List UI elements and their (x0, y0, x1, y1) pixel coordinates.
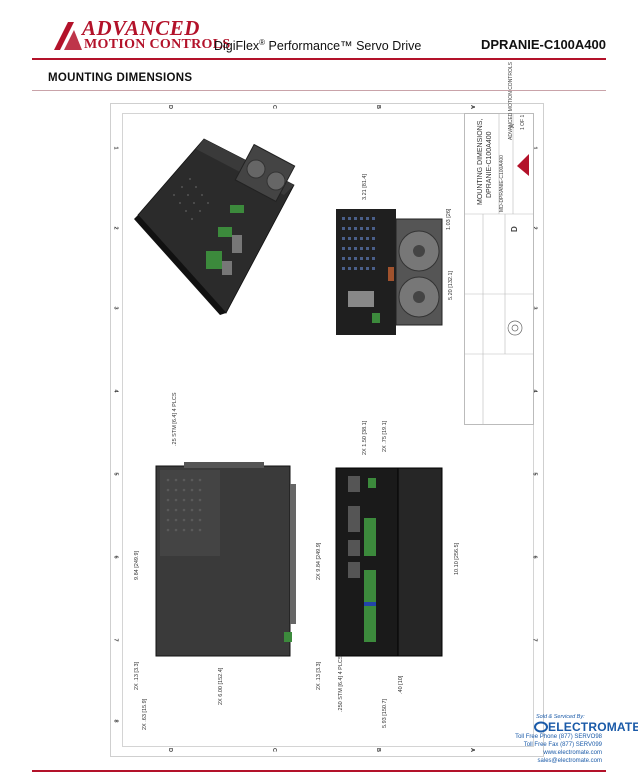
zone-number: 4 (112, 389, 119, 393)
front-view (334, 462, 446, 662)
zone-letter: B (374, 748, 381, 752)
dimension-label: 2X .13 [3.3] (134, 661, 140, 690)
zone-letter: B (374, 105, 381, 109)
company-logo-icon (54, 22, 82, 50)
sold-by-label: Sold & Serviced By: (536, 714, 585, 720)
zone-number: 1 (112, 146, 119, 150)
zone-number: 2 (112, 226, 119, 230)
isometric-view (134, 135, 304, 315)
dimension-label: 1.03 [26] (446, 208, 452, 230)
title-block-title-2: DPRANIE-C100A400 (486, 131, 493, 198)
zone-number: 6 (531, 555, 538, 559)
dimension-label: .40 [10] (398, 675, 404, 694)
dimension-label: 5.20 [132.1] (448, 270, 454, 300)
dimension-label: 2X 1.50 [38.1] (362, 420, 368, 455)
section-title: MOUNTING DIMENSIONS (48, 72, 193, 84)
zone-letter: C (270, 105, 277, 109)
zone-letter: D (166, 105, 173, 109)
section-divider (32, 90, 606, 91)
zone-letter: C (270, 748, 277, 752)
electromate-phone: Toll Free Phone (877) SERVO98 (515, 734, 602, 740)
header-divider (32, 58, 606, 60)
dimension-label: 10.10 [256.5] (454, 542, 460, 575)
product-line: DigiFlex® Performance™ Servo Drive (214, 38, 422, 54)
drawing-border (122, 113, 534, 747)
dimension-label: 2X .63 [15.9] (142, 698, 148, 730)
title-block (464, 113, 534, 425)
dimension-label: 2X 6.00 [152.4] (218, 667, 224, 705)
top-view (336, 205, 444, 340)
zone-letter: A (468, 105, 475, 109)
zone-number: 5 (112, 472, 119, 476)
zone-number: 3 (112, 306, 119, 310)
title-block-company: ADVANCED MOTION CONTROLS (508, 62, 514, 140)
title-block-size: D (510, 226, 519, 232)
dimension-label: 5.93 [150.7] (382, 698, 388, 728)
dimension-label: 9.84 [249.9] (134, 550, 140, 580)
dimension-label: .250 STM [6.4] 4 PLCS (338, 655, 344, 712)
electromate-brand: ELECTROMATE (548, 720, 638, 734)
dimension-label: 2X 9.84 [249.9] (316, 542, 322, 580)
title-block-rev: A (510, 123, 516, 128)
zone-number: 7 (112, 638, 119, 642)
electromate-fax: Toll Free Fax (877) SERV099 (523, 742, 602, 748)
zone-number: 7 (531, 638, 538, 642)
logo-text-top: ADVANCED (82, 16, 200, 40)
zone-number: 5 (531, 472, 538, 476)
title-block-dwg-no: MD-DPRANIE-C100A400 (499, 155, 505, 212)
zone-number: 8 (112, 719, 119, 723)
zone-number: 6 (112, 555, 119, 559)
electromate-web[interactable]: www.electromate.com (543, 750, 602, 756)
electromate-logo-icon (534, 720, 548, 733)
electromate-email[interactable]: sales@electromate.com (537, 758, 602, 764)
side-view (154, 462, 300, 662)
dimension-label: 2X .75 [19.1] (382, 420, 388, 452)
dimension-label: .25 STM [6.4] 4 PLCS (172, 392, 178, 447)
title-block-sheet: 1 OF 1 (520, 114, 526, 130)
dimension-label: 2X .13 [3.3] (316, 661, 322, 690)
dimension-label: 3.21 [81.4] (362, 174, 368, 200)
logo-text-bottom: MOTION CONTROLS (84, 37, 231, 52)
part-number: DPRANIE-C100A400 (481, 37, 606, 52)
title-block-title-1: MOUNTING DIMENSIONS, (477, 118, 484, 205)
zone-letter: A (468, 748, 475, 752)
zone-letter: D (166, 748, 173, 752)
footer-divider (32, 770, 606, 772)
